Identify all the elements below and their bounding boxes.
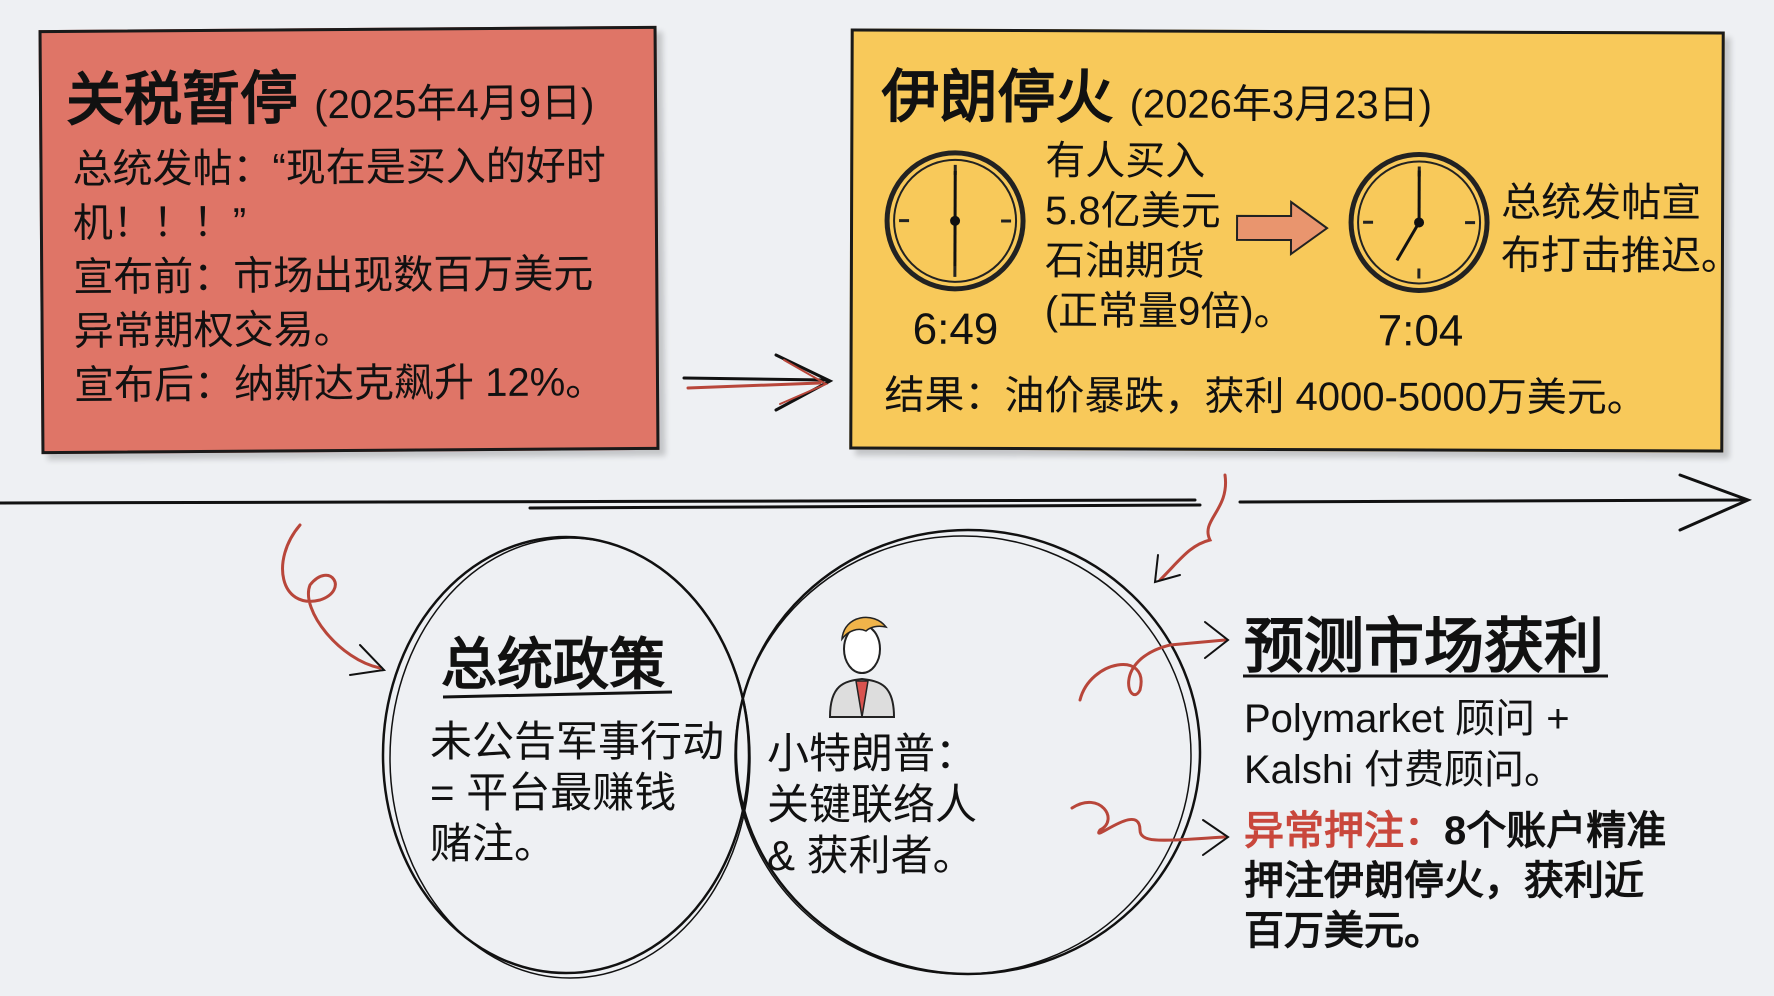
text-line: 总统发帖宣 <box>1501 180 1702 226</box>
text-line: 小特朗普： <box>767 730 978 777</box>
curly-arrow-icon <box>281 473 1230 856</box>
presidential-policy-heading: 总统政策 <box>441 633 665 696</box>
tariff-body: 总统发帖：“现在是买入的好时 机！！！” 宣布前：市场出现数百万美元 异常期权交… <box>72 139 607 413</box>
text-line: 机！！！” <box>72 200 247 246</box>
text-line: 押注伊朗停火，获利近 <box>1244 859 1644 903</box>
tariff-date: (2025年4月9日) <box>314 81 595 128</box>
text-line: 关键联络人 <box>767 781 978 828</box>
text-line: 百万美元。 <box>1244 909 1444 953</box>
ceasefire-result: 结果：油价暴跌，获利 4000-5000万美元。 <box>884 373 1647 421</box>
clock2-time: 7:04 <box>1377 306 1464 356</box>
trump-jr-text: 小特朗普： 关键联络人 & 获利者。 <box>767 728 977 881</box>
clock-icon <box>1348 151 1490 293</box>
arrow-right-icon <box>1235 200 1329 256</box>
text-line: 总统发帖：“现在是买入的好时 <box>72 144 606 192</box>
text-line: = 平台最赚钱 <box>430 769 677 816</box>
clock1-time: 6:49 <box>912 304 999 354</box>
text-line: 异常期权交易。 <box>73 307 354 354</box>
text-line: (正常量9倍)。 <box>1044 289 1294 335</box>
venn-left-circle <box>381 535 751 975</box>
text-line: 未公告军事行动 <box>430 718 725 765</box>
anomaly-label: 异常押注： <box>1244 809 1444 853</box>
text-line: 布打击推迟。 <box>1500 233 1742 279</box>
anomaly-bets-text: 异常押注：8个账户精准 押注伊朗停火，获利近 百万美元。 <box>1244 806 1666 956</box>
ceasefire-title: 伊朗停火 <box>881 64 1114 131</box>
prediction-market-heading: 预测市场获利 <box>1244 613 1604 680</box>
timeline-arrow <box>0 473 1753 532</box>
person-avatar-icon <box>828 616 896 718</box>
ceasefire-date: (2026年3月23日) <box>1129 82 1433 128</box>
text-line: 宣布后：纳斯达克飙升 12%。 <box>73 360 606 408</box>
text-line: & 获利者。 <box>767 832 975 879</box>
text-line: Polymarket 顾问 + <box>1244 697 1570 741</box>
tariff-pause-card: 关税暂停 (2025年4月9日) 总统发帖：“现在是买入的好时 机！！！” 宣布… <box>38 25 660 455</box>
text-line: 8个账户精准 <box>1444 809 1667 853</box>
heading-underline <box>442 690 673 699</box>
card-title: 关税暂停 (2025年4月9日) <box>66 49 595 137</box>
clock2-description: 总统发帖宣 布打击推迟。 <box>1501 177 1741 284</box>
arrow-right-icon <box>682 353 834 412</box>
iran-ceasefire-card: 伊朗停火 (2026年3月23日) 6:49 有人买入 5.8亿美元 石油期货 … <box>849 28 1741 453</box>
text-line: 有人买入 <box>1045 139 1206 184</box>
prediction-market-text: Polymarket 顾问 + Kalshi 付费顾问。 <box>1244 694 1570 796</box>
text-line: Kalshi 付费顾问。 <box>1244 748 1565 792</box>
tariff-title: 关税暂停 <box>65 66 299 133</box>
text-line: 宣布前：市场出现数百万美元 <box>73 252 594 300</box>
clock-icon <box>884 150 1026 292</box>
text-line: 赌注。 <box>430 820 557 867</box>
presidential-policy-text: 未公告军事行动 = 平台最赚钱 赌注。 <box>430 716 724 869</box>
card-title: 伊朗停火 (2026年3月23日) <box>881 50 1432 136</box>
venn-diagram <box>381 528 1202 979</box>
